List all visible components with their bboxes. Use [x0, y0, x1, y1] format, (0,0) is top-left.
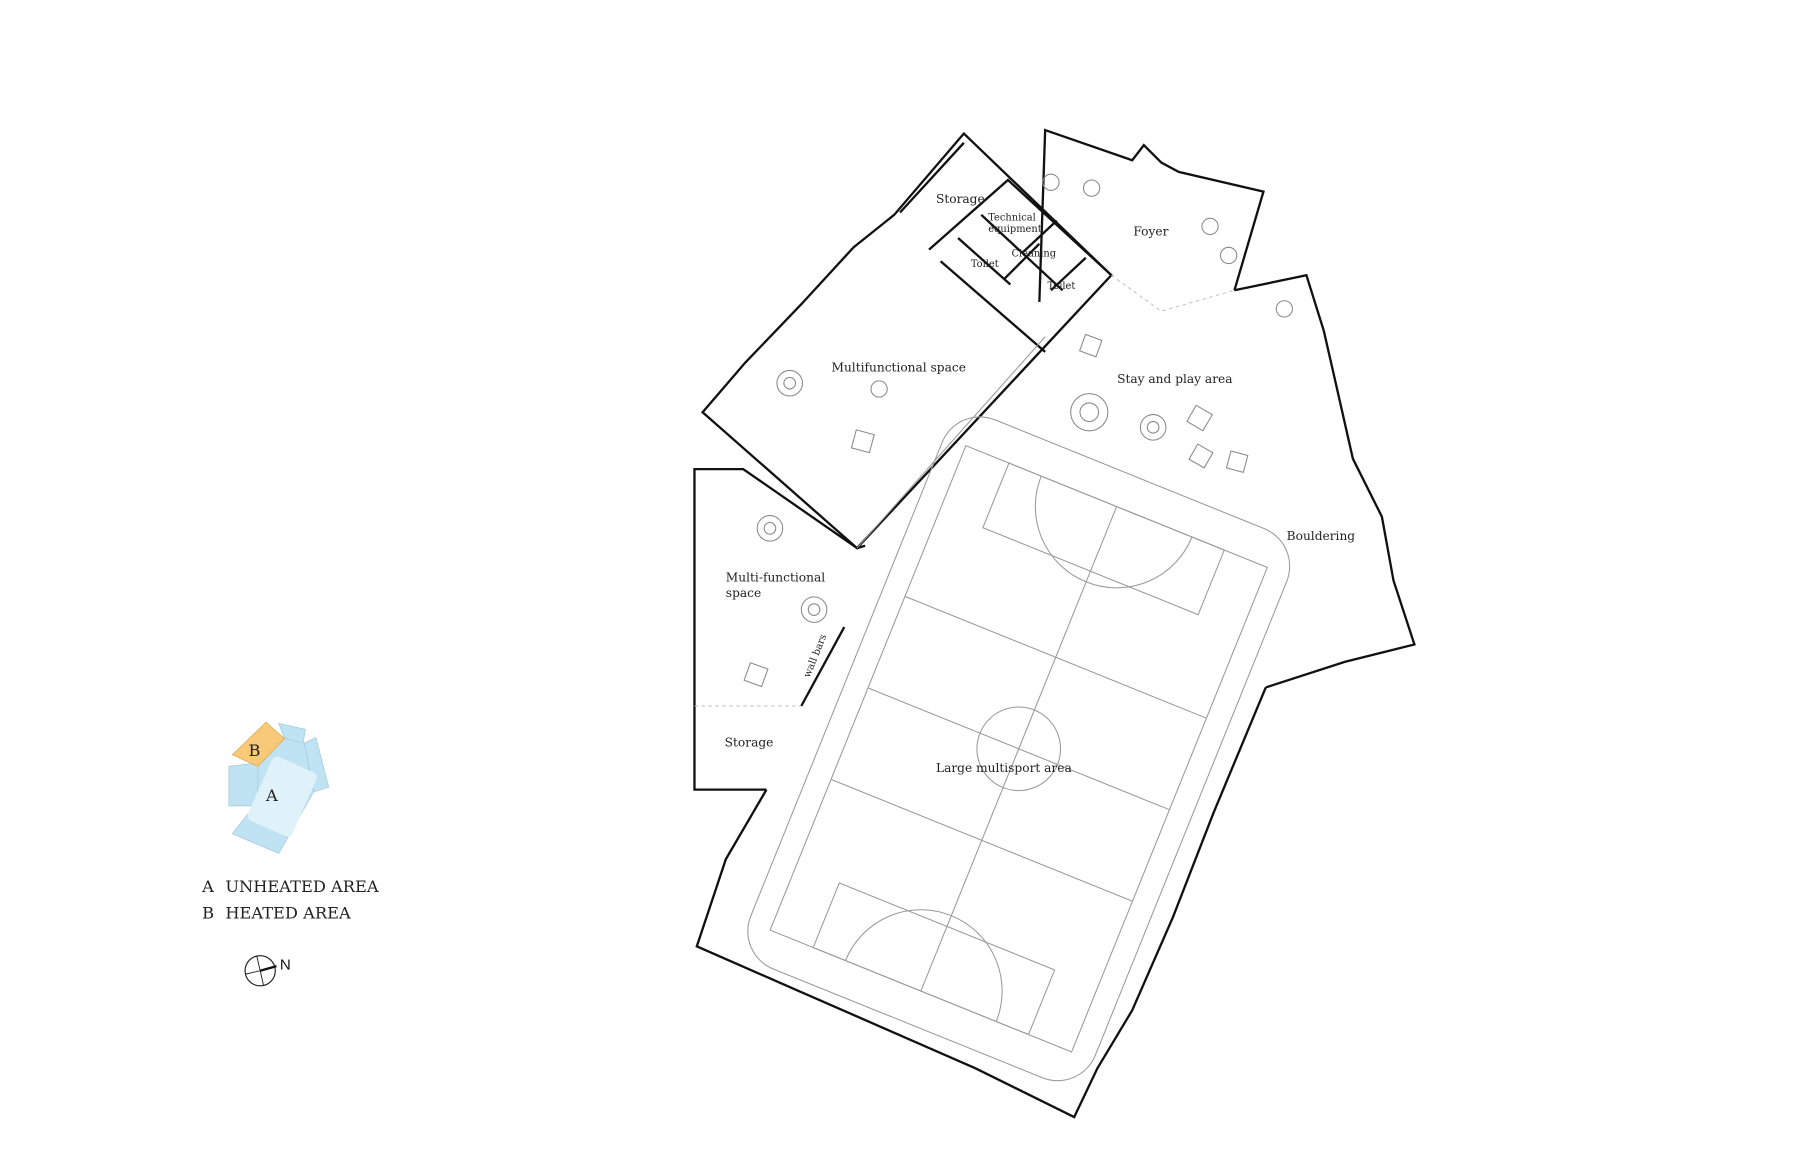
legend-letter-b: B: [202, 904, 214, 923]
key-zone-b-label: B: [249, 741, 261, 760]
north-arrow-icon: N: [244, 955, 291, 987]
room-label-storage-bottom: Storage: [725, 736, 774, 750]
furniture: [743, 173, 1294, 688]
service-core-wall: [928, 178, 1113, 277]
key-zone-a-court: [247, 756, 317, 837]
multifunctional-block-wall: [700, 131, 1113, 550]
key-zone-b: [231, 721, 286, 767]
sport-hall-wall: [695, 686, 1267, 1119]
room-label-cleaning: Cleaning: [1011, 249, 1056, 260]
wall-bars-wall: [800, 626, 846, 707]
core-wall-6: [1050, 256, 1087, 292]
key-plan: B A: [228, 721, 330, 854]
room-label-multisport: Large multisport area: [936, 761, 1072, 775]
room-label-foyer: Foyer: [1133, 225, 1168, 239]
storage-wall: [899, 142, 965, 214]
glass-wall: [856, 336, 1046, 549]
room-label-multi-functional: Multi-functional: [726, 571, 825, 585]
legend-letter-a: A: [201, 877, 214, 896]
room-label-multifunctional: Multifunctional space: [831, 361, 965, 375]
core-wall-5: [1003, 243, 1041, 280]
left-space-wall: [693, 467, 858, 791]
room-label-technical: Technical: [988, 213, 1036, 224]
legend-label-unheated: UNHEATED AREA: [225, 877, 379, 896]
room-label-equipment: equipment: [988, 224, 1041, 235]
room-label-storage-top: Storage: [936, 192, 985, 206]
room-labels: Storage Technical equipment Cleaning Toi…: [725, 192, 1356, 775]
building-walls: [693, 128, 1416, 1119]
multisport-court: [747, 416, 1291, 1082]
room-label-stay-play: Stay and play area: [1117, 372, 1232, 386]
core-wall-diag: [939, 260, 1046, 353]
room-label-multi-functional-space: space: [726, 586, 761, 600]
bouldering-wall: [1234, 273, 1416, 689]
foyer-wall: [1038, 128, 1265, 302]
core-wall-4: [1021, 219, 1058, 254]
room-label-wall-bars: wall bars: [802, 633, 829, 680]
legend: A UNHEATED AREA B HEATED AREA: [201, 877, 379, 923]
key-zone-a-label: A: [265, 786, 278, 805]
room-label-toilet-left: Toilet: [971, 259, 999, 270]
room-label-bouldering: Bouldering: [1287, 529, 1356, 543]
room-label-toilet-right: Toilet: [1047, 281, 1075, 292]
north-label: N: [280, 957, 291, 974]
joint: [856, 544, 866, 550]
legend-label-heated: HEATED AREA: [225, 904, 351, 923]
key-zone-a-side-left: [228, 762, 259, 807]
core-wall-3: [957, 237, 1012, 286]
foyer-threshold: [1111, 274, 1235, 312]
